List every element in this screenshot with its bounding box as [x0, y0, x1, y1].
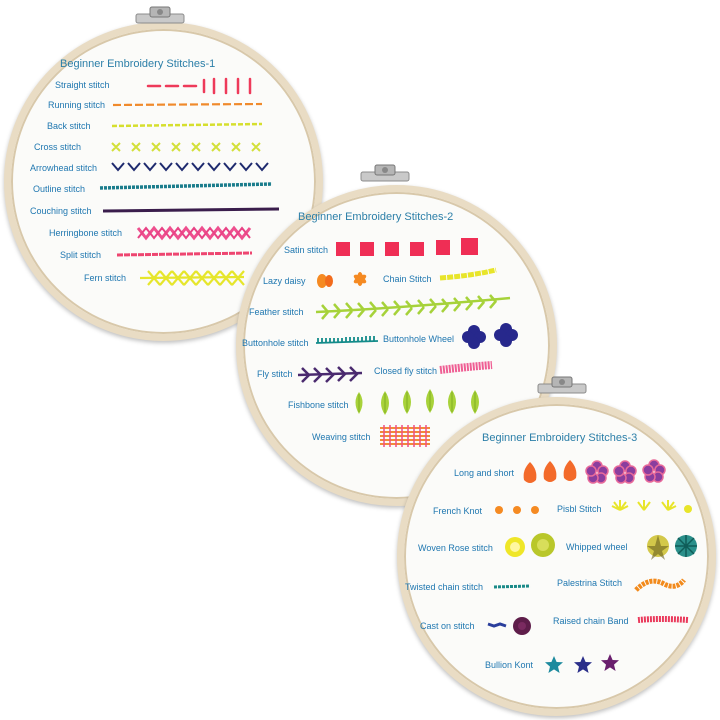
label-split-stitch: Split stitch [60, 250, 102, 260]
label-fly-stitch: Fly stitch [257, 369, 293, 379]
label-palestrina-stitch: Palestrina Stitch [557, 578, 623, 588]
label-fern-stitch: Fern stitch [84, 273, 127, 283]
hoop-3-title: Beginner Embroidery Stitches-3 [482, 432, 638, 444]
label-chain-stitch: Chain Stitch [383, 274, 432, 284]
label-bullion-kont: Bullion Kont [485, 660, 534, 670]
label-french-knot: French Knot [433, 506, 483, 516]
label-lazy-daisy: Lazy daisy [263, 276, 306, 286]
label-raised-chain-band: Raised chain Band [553, 616, 629, 626]
hoop-2-title: Beginner Embroidery Stitches-2 [298, 211, 454, 223]
hoop-1-title: Beginner Embroidery Stitches-1 [60, 58, 216, 70]
label-cross-stitch: Cross stitch [34, 142, 82, 152]
hoop-1-clamp [135, 6, 185, 24]
label-long-and-short: Long and short [454, 468, 515, 478]
label-herringbone-stitch: Herringbone stitch [49, 228, 123, 238]
label-outline-stitch: Outline stitch [33, 184, 86, 194]
embroidery-hoop-1 [4, 22, 323, 341]
label-pisbl-stitch: Pisbl Stitch [557, 504, 602, 514]
label-whipped-wheel: Whipped wheel [566, 542, 628, 552]
label-closed-fly-stitch: Closed fly stitch [374, 366, 438, 376]
label-running-stitch: Running stitch [48, 100, 106, 110]
label-cast-on-stitch: Cast on stitch [420, 621, 475, 631]
label-straight-stitch: Straight stitch [55, 80, 110, 90]
label-twisted-chain-stitch: Twisted chain stitch [405, 582, 484, 592]
hoop-3-clamp [537, 376, 587, 394]
label-couching-stitch: Couching stitch [30, 206, 92, 216]
label-feather-stitch: Feather stitch [249, 307, 304, 317]
label-back-stitch: Back stitch [47, 121, 91, 131]
label-fishbone-stitch: Fishbone stitch [288, 400, 349, 410]
label-arrowhead-stitch: Arrowhead stitch [30, 163, 98, 173]
label-weaving-stitch: Weaving stitch [312, 432, 371, 442]
label-buttonhole-wheel: Buttonhole Wheel [383, 334, 455, 344]
label-satin-stitch: Satin stitch [284, 245, 329, 255]
label-buttonhole-stitch: Buttonhole stitch [242, 338, 309, 348]
label-woven-rose-stitch: Woven Rose stitch [418, 543, 493, 553]
hoop-2-clamp [360, 164, 410, 182]
